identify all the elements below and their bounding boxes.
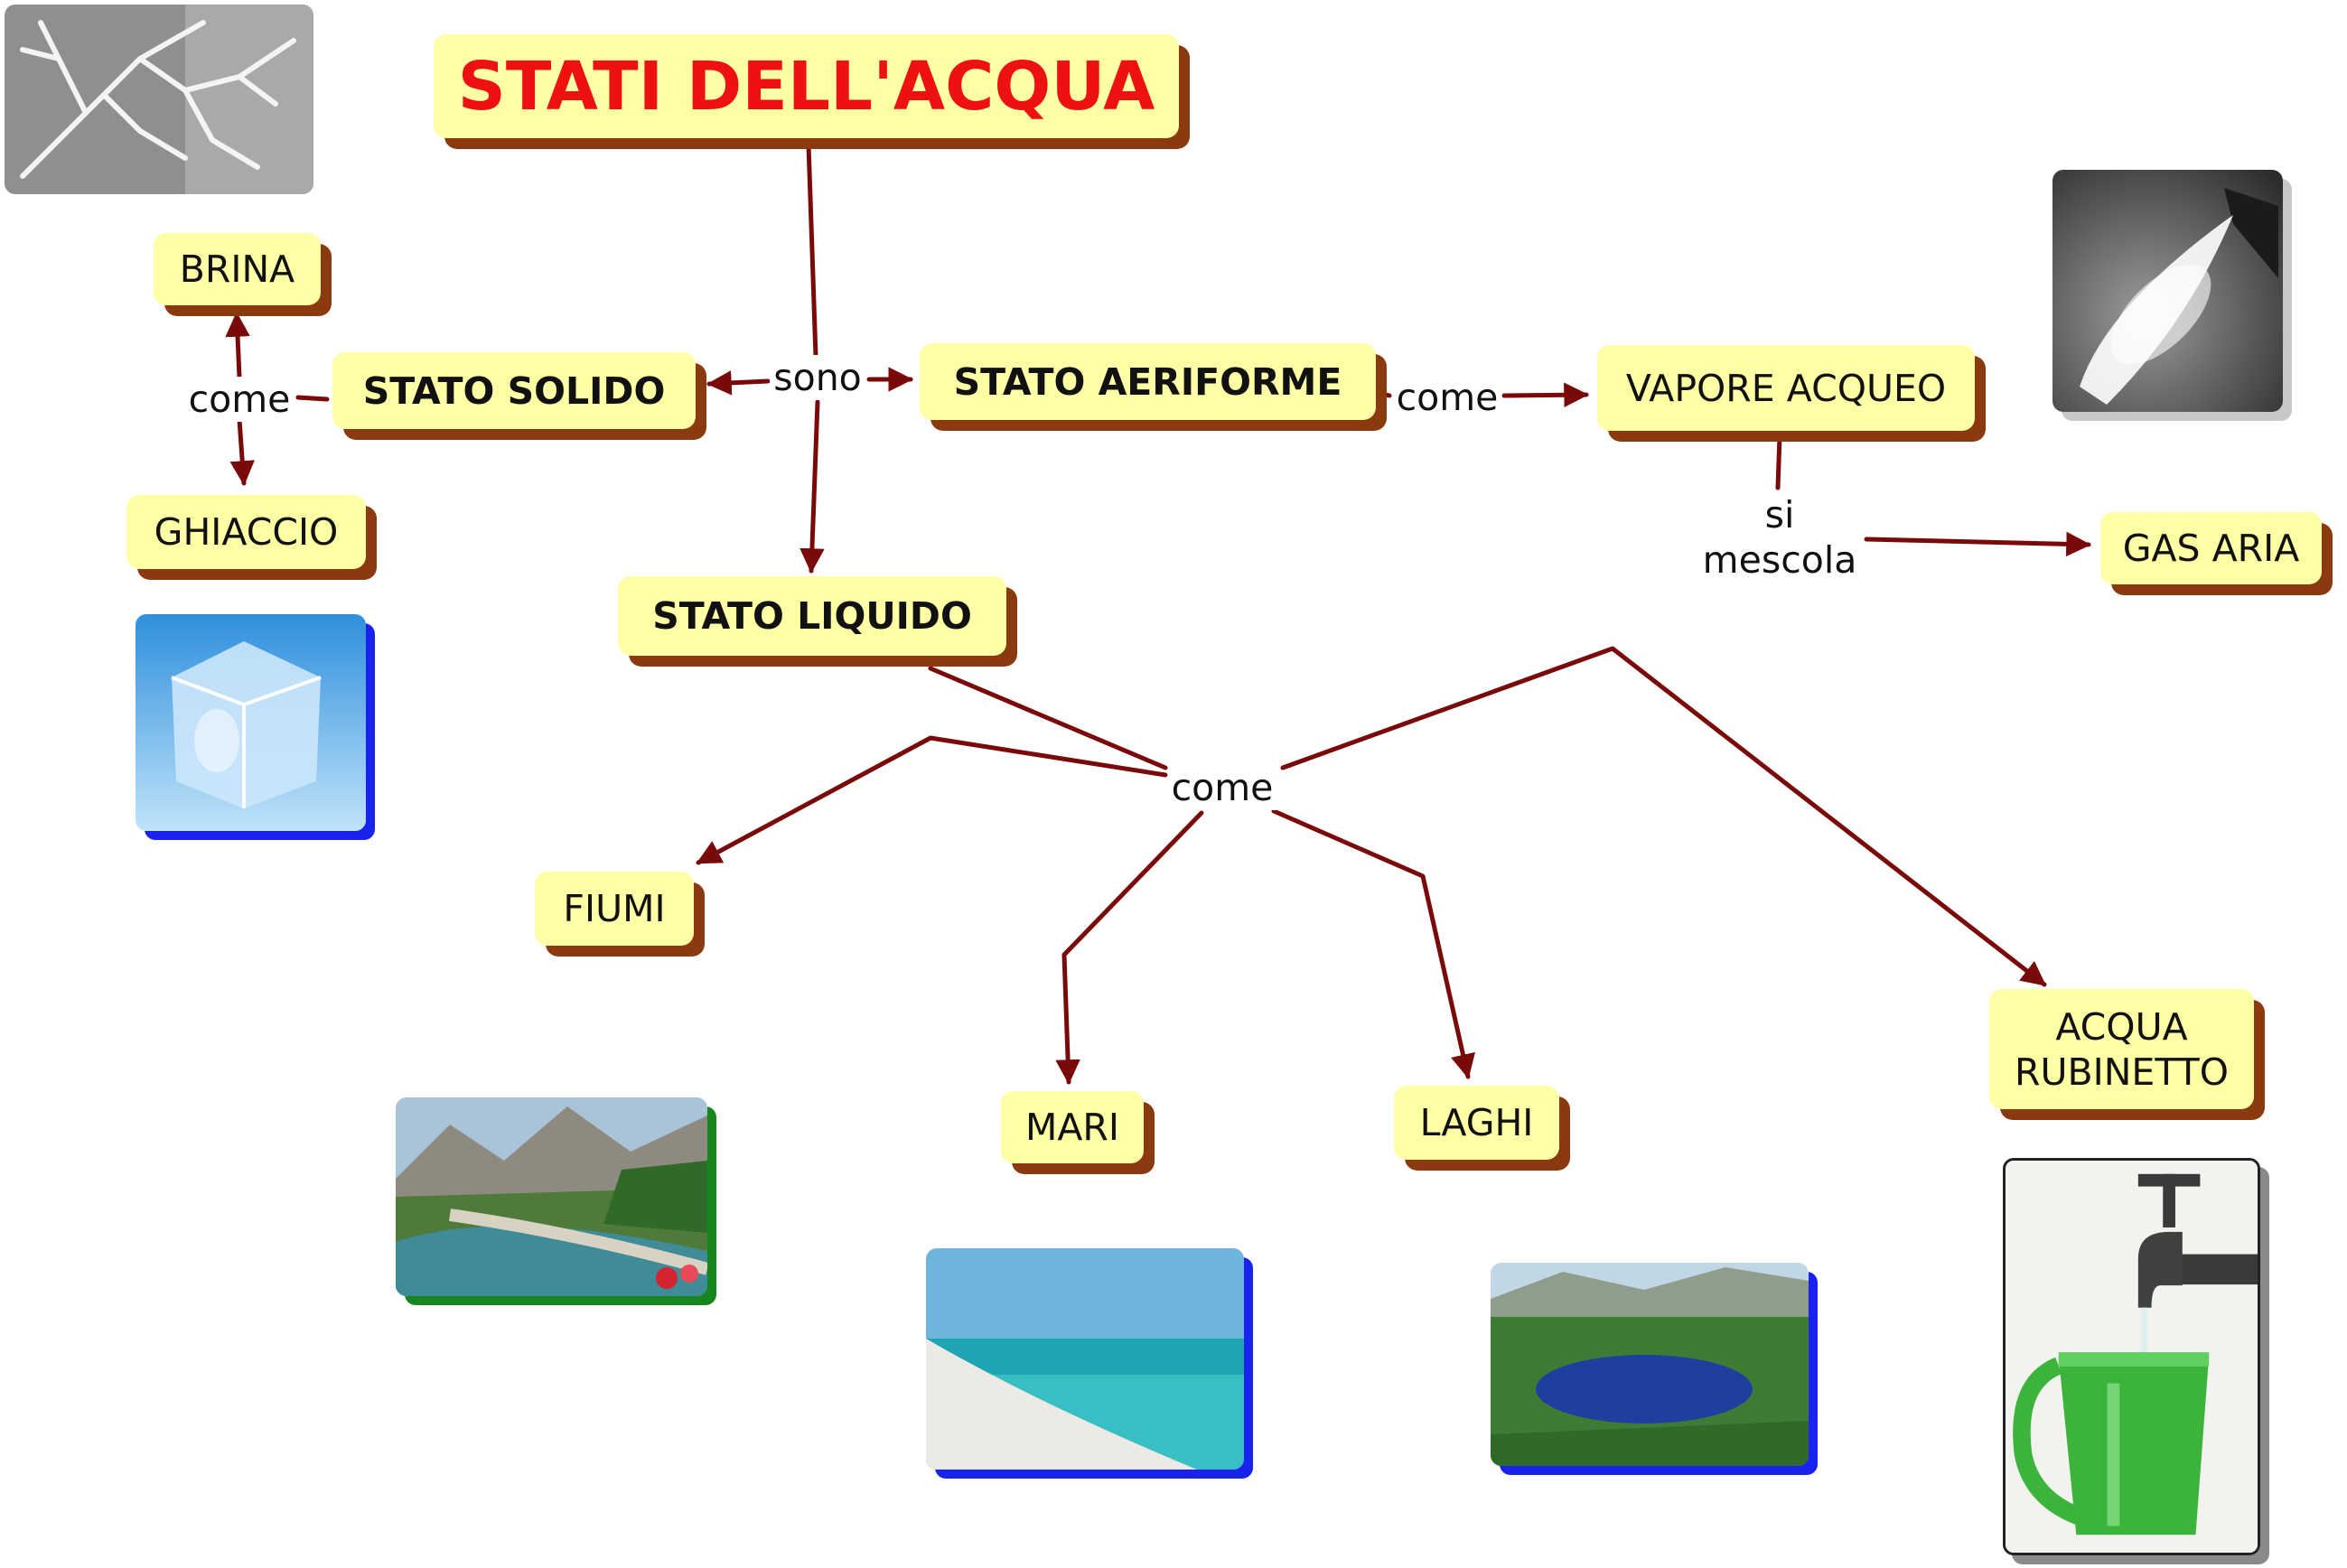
connector-liquido-come: [930, 668, 1165, 768]
connector-sono-solido: [709, 381, 768, 384]
node-stato-solido[interactable]: STATO SOLIDO: [332, 352, 696, 429]
connector-come-rubinetto: [1283, 649, 2044, 985]
node-stato-aeriforme[interactable]: STATO AERIFORME: [920, 343, 1376, 420]
node-fiumi[interactable]: FIUMI: [535, 872, 694, 946]
link-label-come-solido: come: [185, 377, 295, 422]
node-mari[interactable]: MARI: [1001, 1091, 1144, 1163]
connector-title-sono: [809, 145, 816, 357]
connector-mescola-gas: [1866, 539, 2089, 545]
connector-come-ghiaccio: [239, 420, 244, 483]
steam-jet-photo: [2052, 170, 2283, 412]
node-laghi[interactable]: LAGHI: [1394, 1086, 1559, 1160]
link-label-sono: sono: [770, 355, 865, 400]
connector-come-mari: [1064, 813, 1202, 1082]
node-stato-liquido[interactable]: STATO LIQUIDO: [618, 576, 1006, 656]
link-label-come-liquido: come: [1168, 765, 1277, 810]
connector-come-brina: [237, 314, 239, 378]
connector-come-fiumi: [698, 738, 1165, 863]
node-vapore-acqueo[interactable]: VAPORE ACQUEO: [1597, 345, 1975, 431]
node-gas-aria[interactable]: GAS ARIA: [2100, 512, 2322, 584]
ice-cube-photo: [136, 614, 366, 831]
connector-come-vapore: [1504, 395, 1586, 396]
link-label-come-aeriforme: come: [1393, 375, 1502, 420]
node-ghiaccio[interactable]: GHIACCIO: [126, 495, 366, 569]
connector-aeriforme-come: [1382, 394, 1389, 396]
lake-photo: [1491, 1263, 1809, 1466]
river-valley-photo: [396, 1097, 707, 1296]
frost-branches-photo: [5, 5, 313, 194]
tap-water-jug-photo: [2003, 1158, 2260, 1555]
page-title-node[interactable]: STATI DELL'ACQUA: [434, 34, 1179, 138]
node-acqua-rubinetto[interactable]: ACQUA RUBINETTO: [1989, 989, 2254, 1109]
connector-come-laghi: [1274, 811, 1468, 1077]
beach-sea-photo: [926, 1248, 1244, 1470]
connector-solido-come: [298, 397, 327, 399]
node-brina[interactable]: BRINA: [154, 233, 321, 305]
link-label-si-mescola: si mescola: [1699, 492, 1861, 583]
connector-sono-liquido: [811, 402, 818, 571]
connector-vapore-mescola: [1778, 436, 1780, 488]
